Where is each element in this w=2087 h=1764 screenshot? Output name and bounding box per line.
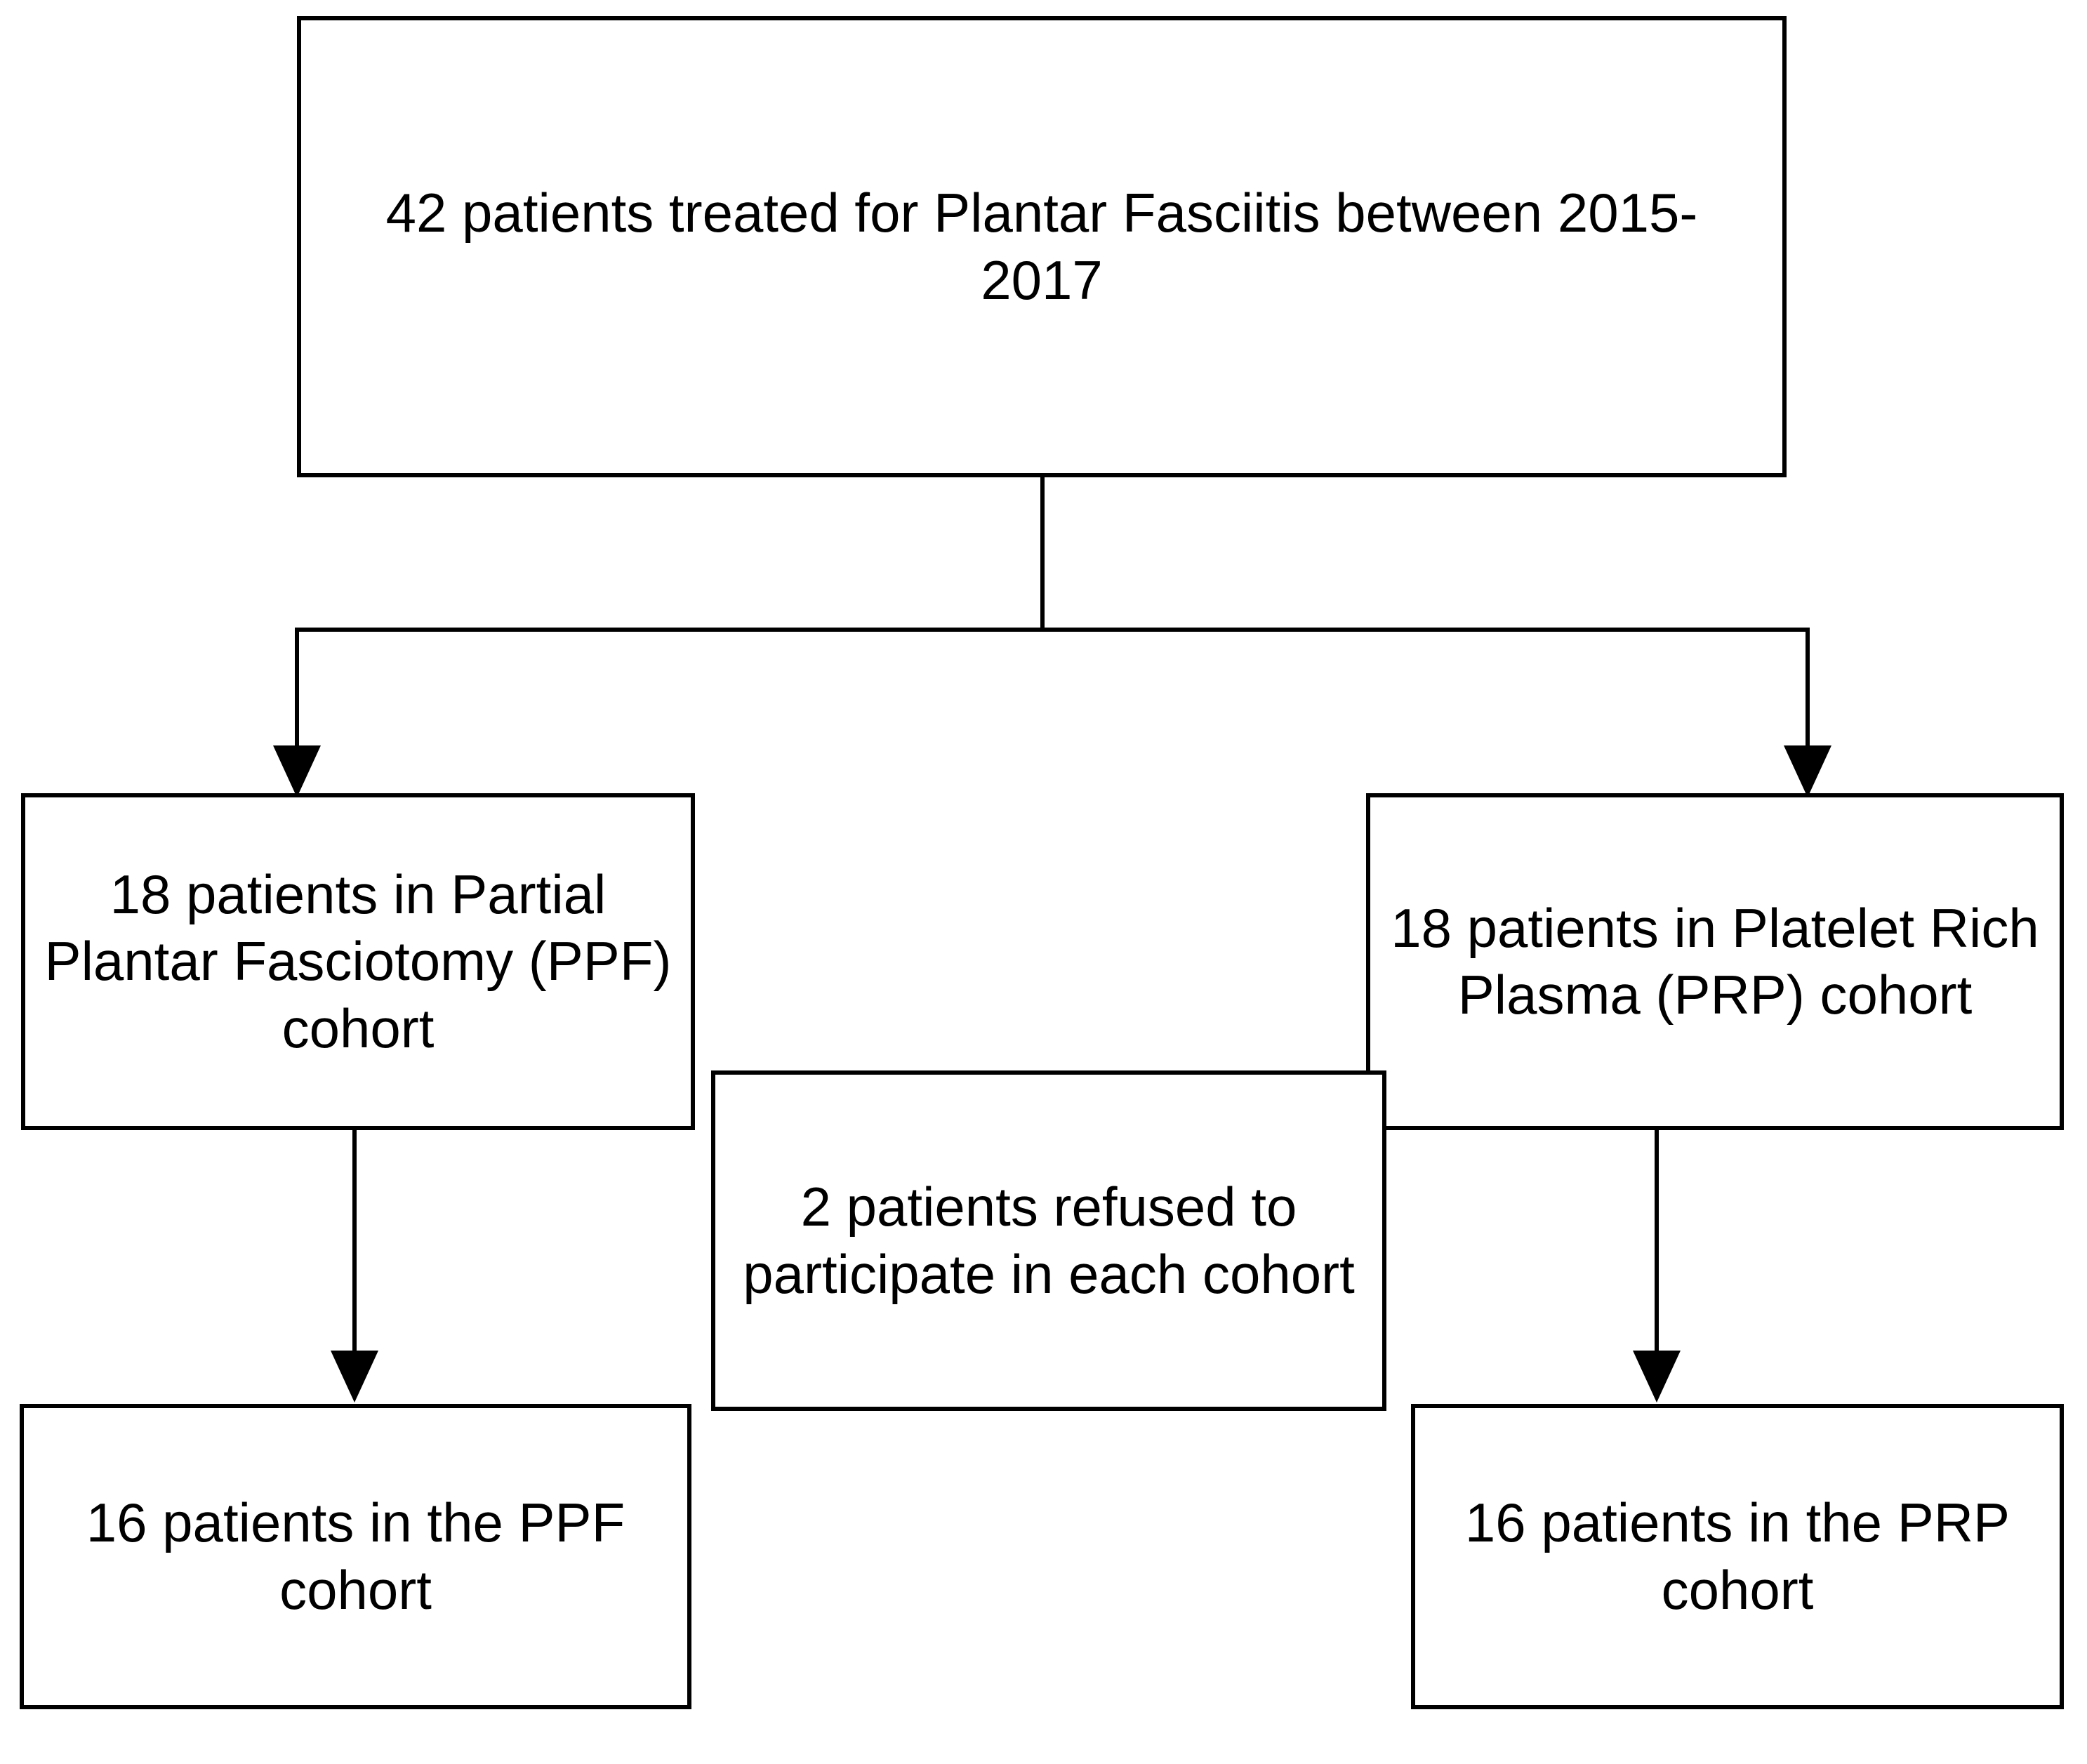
node-prp-cohort-18: 18 patients in Platelet Rich Plasma (PRP… [1366,793,2064,1130]
node-ppf-cohort-16: 16 patients in the PPF cohort [20,1404,691,1709]
node-ppf-cohort-18: 18 patients in Partial Plantar Fasciotom… [21,793,695,1130]
connector-prp-18-to-16 [1655,1130,1659,1355]
connector-right-branch [1806,628,1810,754]
node-total-patients-label: 42 patients treated for Plantar Fasciiti… [385,182,1698,311]
connector-top-stem [1040,477,1045,632]
connector-split-bar [295,628,1810,632]
arrowhead-to-prp-cohort-18-icon [1784,745,1831,797]
arrowhead-to-prp-cohort-16-icon [1633,1351,1681,1402]
node-ppf-cohort-16-label: 16 patients in the PPF cohort [86,1492,625,1621]
node-ppf-cohort-18-label: 18 patients in Partial Plantar Fasciotom… [44,863,672,1059]
node-patients-refused-label: 2 patients refused to participate in eac… [743,1176,1355,1305]
node-prp-cohort-16: 16 patients in the PRP cohort [1411,1404,2064,1709]
arrowhead-to-ppf-cohort-18-icon [273,745,321,797]
node-patients-refused: 2 patients refused to participate in eac… [711,1070,1386,1411]
connector-ppf-18-to-16 [352,1130,357,1355]
node-prp-cohort-18-label: 18 patients in Platelet Rich Plasma (PRP… [1391,896,2039,1026]
node-total-patients: 42 patients treated for Plantar Fasciiti… [297,16,1787,477]
node-prp-cohort-16-label: 16 patients in the PRP cohort [1464,1492,2010,1621]
connector-left-branch [295,628,299,754]
arrowhead-to-ppf-cohort-16-icon [331,1351,378,1402]
